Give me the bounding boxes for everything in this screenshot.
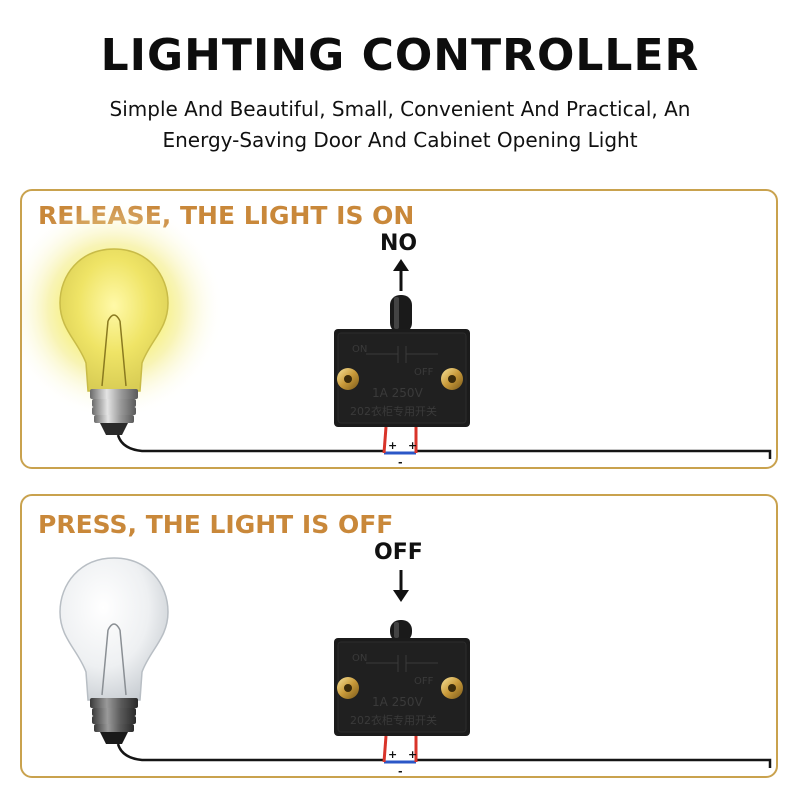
terminal-plus-left: +: [388, 748, 397, 761]
switch-label-off: OFF: [414, 367, 434, 378]
terminal-minus: -: [398, 456, 403, 469]
wire-left: [116, 434, 384, 453]
wire-positive-left: [382, 735, 388, 763]
wire-right: [416, 758, 772, 768]
state-label-no: NO: [380, 231, 418, 256]
page-title: LIGHTING CONTROLLER: [100, 30, 700, 81]
wire-positive-left: [382, 426, 388, 454]
panel-light-off: PRESS, THE LIGHT IS OFF OFF: [20, 494, 778, 778]
subtitle-line-2: Energy-Saving Door And Cabinet Opening L…: [162, 128, 638, 152]
switch-rating: 1A 250V: [372, 695, 424, 709]
microswitch-icon: [334, 329, 470, 427]
microswitch-icon: [334, 638, 470, 736]
terminal-plus-right: +: [408, 748, 417, 761]
wire-left: [116, 743, 384, 762]
terminal-plus-right: +: [408, 439, 417, 452]
arrow-up-icon: [393, 259, 409, 291]
switch-label-on: ON: [352, 653, 367, 664]
terminal-minus: -: [398, 765, 403, 778]
panel-light-on: RELEASE, THE LIGHT IS ON NO: [20, 189, 778, 469]
subtitle-line-1: Simple And Beautiful, Small, Convenient …: [109, 97, 691, 121]
switch-label-off: OFF: [414, 676, 434, 687]
switch-label-on: ON: [352, 344, 367, 355]
switch-plunger-icon: [390, 620, 412, 642]
switch-model: 202衣柜专用开关: [350, 713, 437, 727]
state-label-off: OFF: [374, 540, 423, 565]
switch-plunger-icon: [390, 295, 412, 333]
terminal-plus-left: +: [388, 439, 397, 452]
page-subtitle: Simple And Beautiful, Small, Convenient …: [0, 94, 800, 156]
scene-light-on: ON OFF 1A 250V 202衣柜专用开关 + + -: [22, 199, 772, 469]
scene-light-off: ON OFF 1A 250V 202衣柜专用开关 + + -: [59, 557, 772, 778]
light-bulb-unlit-icon: [59, 557, 169, 744]
panel-heading: PRESS, THE LIGHT IS OFF: [38, 510, 394, 539]
light-bulb-lit-icon: [59, 248, 169, 435]
wire-right: [416, 449, 772, 459]
arrow-down-icon: [393, 570, 409, 602]
switch-rating: 1A 250V: [372, 386, 424, 400]
switch-model: 202衣柜专用开关: [350, 404, 437, 418]
